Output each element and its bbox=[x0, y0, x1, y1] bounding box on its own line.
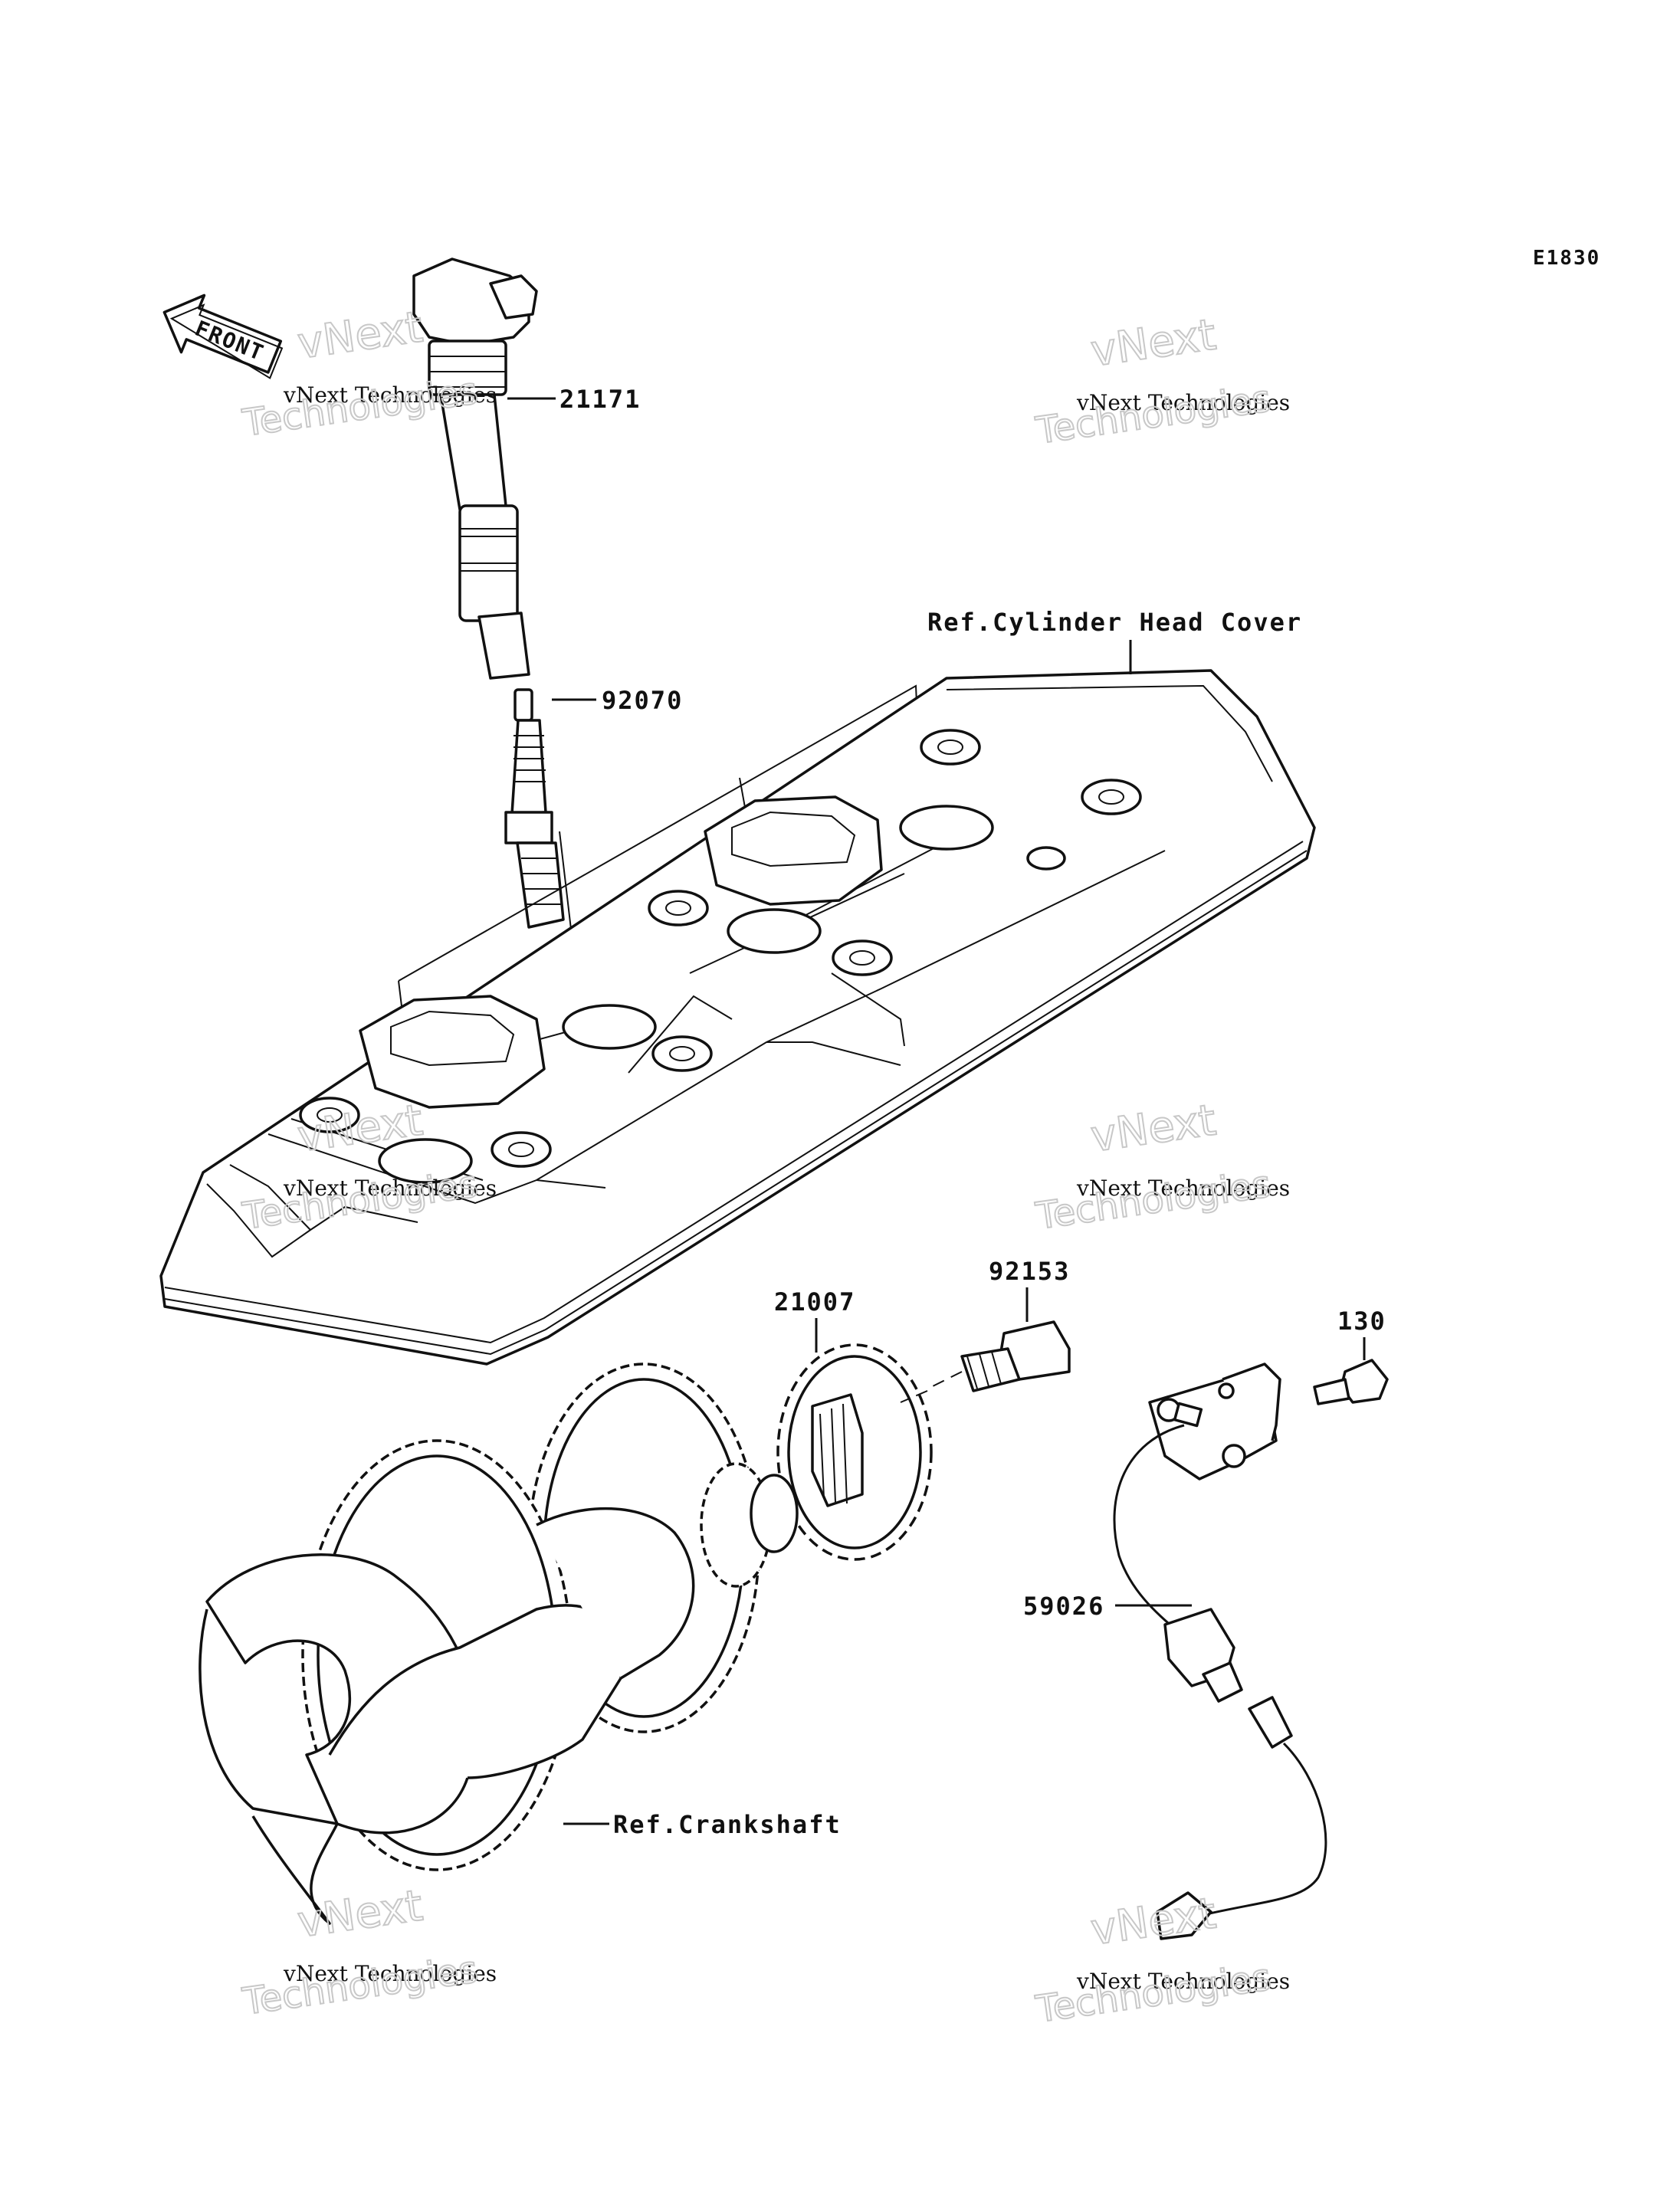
svg-text:vNext: vNext bbox=[294, 302, 425, 369]
svg-text:Technologies: Technologies bbox=[240, 1948, 481, 2024]
svg-text:Technologies: Technologies bbox=[1033, 1162, 1274, 1238]
diagram-code: E1830 bbox=[1533, 247, 1600, 270]
svg-text:vNext: vNext bbox=[1088, 310, 1219, 376]
svg-text:Technologies: Technologies bbox=[240, 369, 481, 445]
svg-text:vNext: vNext bbox=[1088, 1095, 1219, 1162]
svg-text:vNext: vNext bbox=[294, 1881, 425, 1947]
part-label-92153: 92153 bbox=[989, 1257, 1070, 1286]
part-label-92070: 92070 bbox=[602, 686, 683, 715]
spark-plug bbox=[504, 688, 596, 929]
ref-crankshaft: Ref.Crankshaft bbox=[613, 1810, 842, 1839]
watermark-mid-right: vNext vNext Technologies Technologies bbox=[1032, 1094, 1290, 1238]
svg-text:vNext Technologies: vNext Technologies bbox=[1076, 390, 1290, 415]
svg-text:vNext Technologies: vNext Technologies bbox=[1076, 1176, 1290, 1201]
part-label-130: 130 bbox=[1337, 1307, 1386, 1336]
crankshaft-sensor bbox=[1113, 1362, 1327, 1940]
part-label-59026: 59026 bbox=[1023, 1592, 1104, 1621]
watermark-top-right: vNext vNext Technologies Technologies bbox=[1032, 309, 1290, 453]
ref-cylinder-head-cover: Ref.Cylinder Head Cover bbox=[927, 608, 1302, 637]
svg-text:vNext Technologies: vNext Technologies bbox=[283, 1176, 497, 1201]
part-label-21171: 21171 bbox=[559, 385, 641, 414]
svg-text:vNext: vNext bbox=[1088, 1888, 1219, 1955]
svg-text:Technologies: Technologies bbox=[1033, 1956, 1274, 2031]
svg-text:vNext Technologies: vNext Technologies bbox=[1076, 1969, 1290, 1994]
watermark-bottom-left: vNext vNext Technologies Technologies bbox=[239, 1880, 497, 2024]
svg-text:vNext Technologies: vNext Technologies bbox=[283, 1961, 497, 1986]
watermark-bottom-right: vNext vNext Technologies Technologies bbox=[1032, 1887, 1290, 2031]
ignition-coil bbox=[412, 257, 556, 680]
sensor-bolt bbox=[1313, 1337, 1389, 1405]
front-arrow-icon: FRONT bbox=[162, 293, 284, 379]
cylinder-head-cover bbox=[159, 640, 1316, 1366]
svg-text:Technologies: Technologies bbox=[1033, 377, 1274, 453]
part-label-21007: 21007 bbox=[774, 1287, 855, 1317]
crankshaft bbox=[199, 1362, 799, 1925]
svg-text:vNext Technologies: vNext Technologies bbox=[283, 382, 497, 408]
rotor-bolt bbox=[900, 1287, 1071, 1403]
timing-rotor bbox=[776, 1318, 933, 1561]
